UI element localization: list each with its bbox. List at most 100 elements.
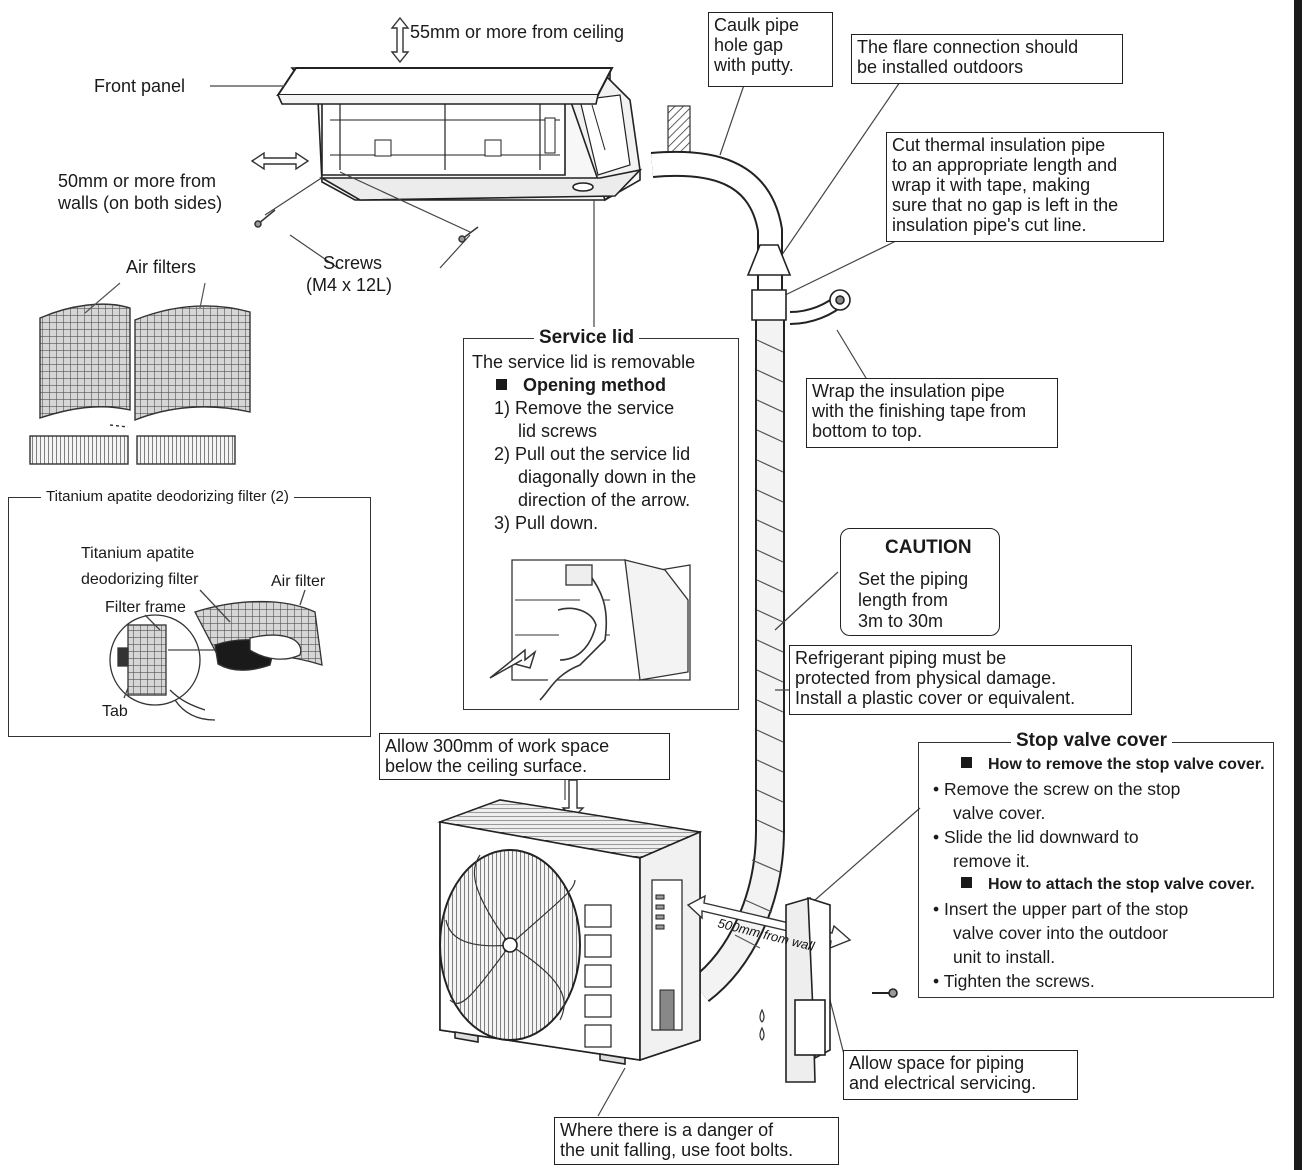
opening-method-title: Opening method: [523, 375, 666, 395]
remove-item: • Remove the screw on the stop: [933, 779, 1181, 799]
caution-line: length from: [858, 590, 949, 610]
step-text: Pull down.: [515, 513, 599, 533]
wall-clearance-label-2: walls (on both sides): [58, 193, 223, 213]
callout-line: Install a plastic cover or equivalent.: [795, 688, 1076, 708]
step-text: lid screws: [518, 421, 598, 441]
item-text: remove it.: [953, 851, 1030, 871]
step-number: 3): [494, 513, 511, 533]
wall-clearance-label-1: 50mm or more from: [58, 171, 217, 191]
item-text: valve cover.: [953, 803, 1046, 823]
item-text: valve cover into the outdoor: [953, 923, 1168, 943]
bullet-square-icon: [961, 877, 972, 888]
item-text: Remove the screw on the stop: [944, 779, 1181, 799]
filter-detail-drawing: [109, 589, 323, 721]
callout-line: to an appropriate length and: [892, 155, 1118, 175]
flare-callout: The flare connection should be installed…: [851, 34, 1123, 84]
piping-space-callout: Allow space for piping and electrical se…: [843, 1050, 1078, 1100]
step-text: diagonally down in the: [518, 467, 697, 487]
drain-drops: [759, 1008, 765, 1041]
callout-line: Refrigerant piping must be: [795, 648, 1007, 668]
step-number: 2): [494, 444, 511, 464]
wrap-callout: Wrap the insulation pipe with the finish…: [806, 378, 1058, 448]
caution-line: Set the piping: [858, 569, 969, 589]
callout-line: with the finishing tape from: [812, 401, 1027, 421]
remove-item: • Slide the lid downward to: [933, 827, 1139, 847]
attach-item: • Tighten the screws.: [933, 971, 1095, 991]
step-text: Remove the service: [515, 398, 675, 418]
front-panel-label: Front panel: [94, 76, 186, 96]
air-filter-pair: [29, 282, 251, 465]
callout-line: Wrap the insulation pipe: [812, 381, 1005, 401]
tab-label: Tab: [102, 703, 128, 720]
step-number: 1): [494, 398, 511, 418]
remove-heading: How to remove the stop valve cover.: [933, 753, 1265, 777]
indoor-unit: [276, 67, 643, 202]
callout-line: Allow 300mm of work space: [385, 736, 610, 756]
callout-line: and electrical servicing.: [849, 1073, 1037, 1093]
step-line: 2) Pull out the service lid: [472, 443, 696, 466]
stop-valve-cover-panel: Stop valve cover How to remove the stop …: [918, 730, 1274, 998]
service-lid-illustration: [489, 559, 691, 701]
bullet-square-icon: [496, 379, 507, 390]
step-text: direction of the arrow.: [518, 490, 691, 510]
caution-text: Set the piping length from 3m to 30m: [858, 569, 968, 632]
callout-line: be installed outdoors: [857, 57, 1024, 77]
opening-method-heading: Opening method: [472, 374, 696, 397]
caution-title: CAUTION: [885, 537, 972, 558]
callout-line: hole gap: [714, 35, 784, 55]
callout-line: The flare connection should: [857, 37, 1079, 57]
screws: [254, 209, 479, 243]
outdoor-unit: [437, 799, 703, 1065]
callout-line: with putty.: [714, 55, 794, 75]
filter-frame-label: Filter frame: [105, 599, 186, 616]
remove-title: How to remove the stop valve cover.: [988, 756, 1265, 773]
caulk-callout: Caulk pipe hole gap with putty.: [708, 12, 833, 87]
service-lid-intro: The service lid is removable: [472, 352, 696, 372]
screws-size-label: (M4 x 12L): [306, 275, 393, 295]
callout-line: sure that no gap is left in the: [892, 195, 1119, 215]
callout-line: wrap it with tape, making: [892, 175, 1091, 195]
callout-line: insulation pipe's cut line.: [892, 215, 1087, 235]
caution-box: CAUTION Set the piping length from 3m to…: [840, 528, 1000, 636]
titanium-filter-label-1: Titanium apatite: [81, 545, 195, 562]
service-lid-title: Service lid: [534, 327, 640, 349]
item-text: Tighten the screws.: [943, 971, 1095, 991]
attach-item: • Insert the upper part of the stop: [933, 899, 1189, 919]
stop-valve-cover-title: Stop valve cover: [1011, 730, 1173, 752]
work-space-callout: Allow 300mm of work space below the ceil…: [379, 733, 670, 780]
callout-line: Caulk pipe: [714, 15, 800, 35]
service-lid-text: The service lid is removable Opening met…: [472, 351, 696, 535]
item-text: unit to install.: [953, 947, 1056, 967]
air-filters-label: Air filters: [126, 257, 197, 277]
stop-valve-cover-text: How to remove the stop valve cover. • Re…: [933, 753, 1265, 993]
callout-line: the unit falling, use foot bolts.: [560, 1140, 794, 1160]
cut-insulation-callout: Cut thermal insulation pipe to an approp…: [886, 132, 1164, 242]
service-lid-panel: Service lid The service lid is removable…: [463, 327, 739, 710]
attach-title: How to attach the stop valve cover.: [988, 876, 1255, 893]
ceiling-clearance-arrow: [390, 16, 410, 64]
callout-line: protected from physical damage.: [795, 668, 1057, 688]
callout-line: bottom to top.: [812, 421, 923, 441]
step-line: 1) Remove the service: [472, 397, 696, 420]
step-text: Pull out the service lid: [515, 444, 691, 464]
caution-line: 3m to 30m: [858, 611, 944, 631]
stop-valve-cover: [785, 896, 898, 1083]
ceiling-clearance-label: 55mm or more from ceiling: [410, 22, 625, 42]
refrigerant-callout: Refrigerant piping must be protected fro…: [789, 645, 1132, 715]
callout-line: Cut thermal insulation pipe: [892, 135, 1106, 155]
page-edge-bar: [1294, 0, 1302, 1170]
wall-clearance-arrow: [250, 151, 310, 171]
deodorizing-filter-panel: Titanium apatite deodorizing filter (2) …: [8, 488, 371, 737]
attach-heading: How to attach the stop valve cover.: [933, 873, 1265, 897]
air-filter-label: Air filter: [271, 573, 326, 590]
titanium-filter-label-2: deodorizing filter: [81, 571, 199, 588]
foot-bolts-callout: Where there is a danger of the unit fall…: [554, 1117, 839, 1165]
callout-line: Where there is a danger of: [560, 1120, 774, 1140]
callout-line: Allow space for piping: [849, 1053, 1025, 1073]
callout-line: below the ceiling surface.: [385, 756, 588, 776]
deodorizing-filter-title: Titanium apatite deodorizing filter (2): [41, 488, 294, 505]
step-line: 3) Pull down.: [472, 512, 696, 535]
screws-label: Screws: [323, 253, 383, 273]
item-text: Slide the lid downward to: [944, 827, 1139, 847]
